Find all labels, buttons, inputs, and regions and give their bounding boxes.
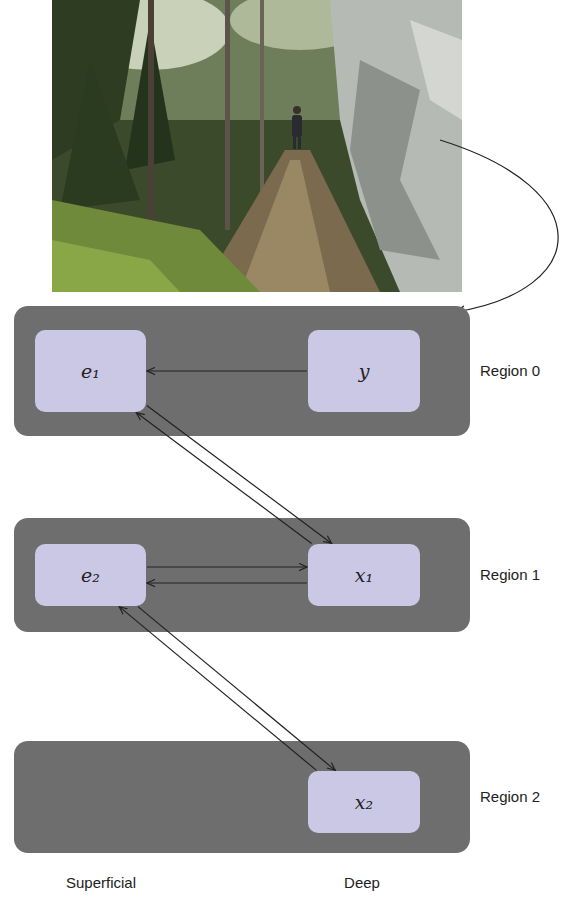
signal-arrow [147,566,307,567]
region-label: Region 1 [480,566,540,583]
region-band: Region 0e₁y [14,306,470,436]
unit-label: x₂ [355,791,373,813]
unit-label: x₁ [355,564,373,586]
unit-label: e₁ [81,360,100,382]
region-band: Region 1e₂x₁ [14,518,470,632]
layer-label: Deep [344,874,380,891]
unit-box: x₁ [308,544,420,606]
unit-label: y [359,360,370,382]
signal-arrow [136,413,311,544]
layer-label: Superficial [66,874,136,891]
signal-arrow [147,370,307,371]
signal-arrow [138,607,335,771]
signal-arrow [147,582,307,583]
signal-arrow [119,607,316,771]
unit-label: e₂ [81,564,100,586]
region-label: Region 2 [480,788,540,805]
unit-box: y [308,330,420,412]
region-band: Region 2x₂ [14,741,470,853]
unit-box: x₂ [308,771,420,833]
signal-arrow [147,406,332,544]
region-label: Region 0 [480,362,540,379]
unit-box: e₁ [35,330,146,412]
unit-box: e₂ [35,544,146,606]
